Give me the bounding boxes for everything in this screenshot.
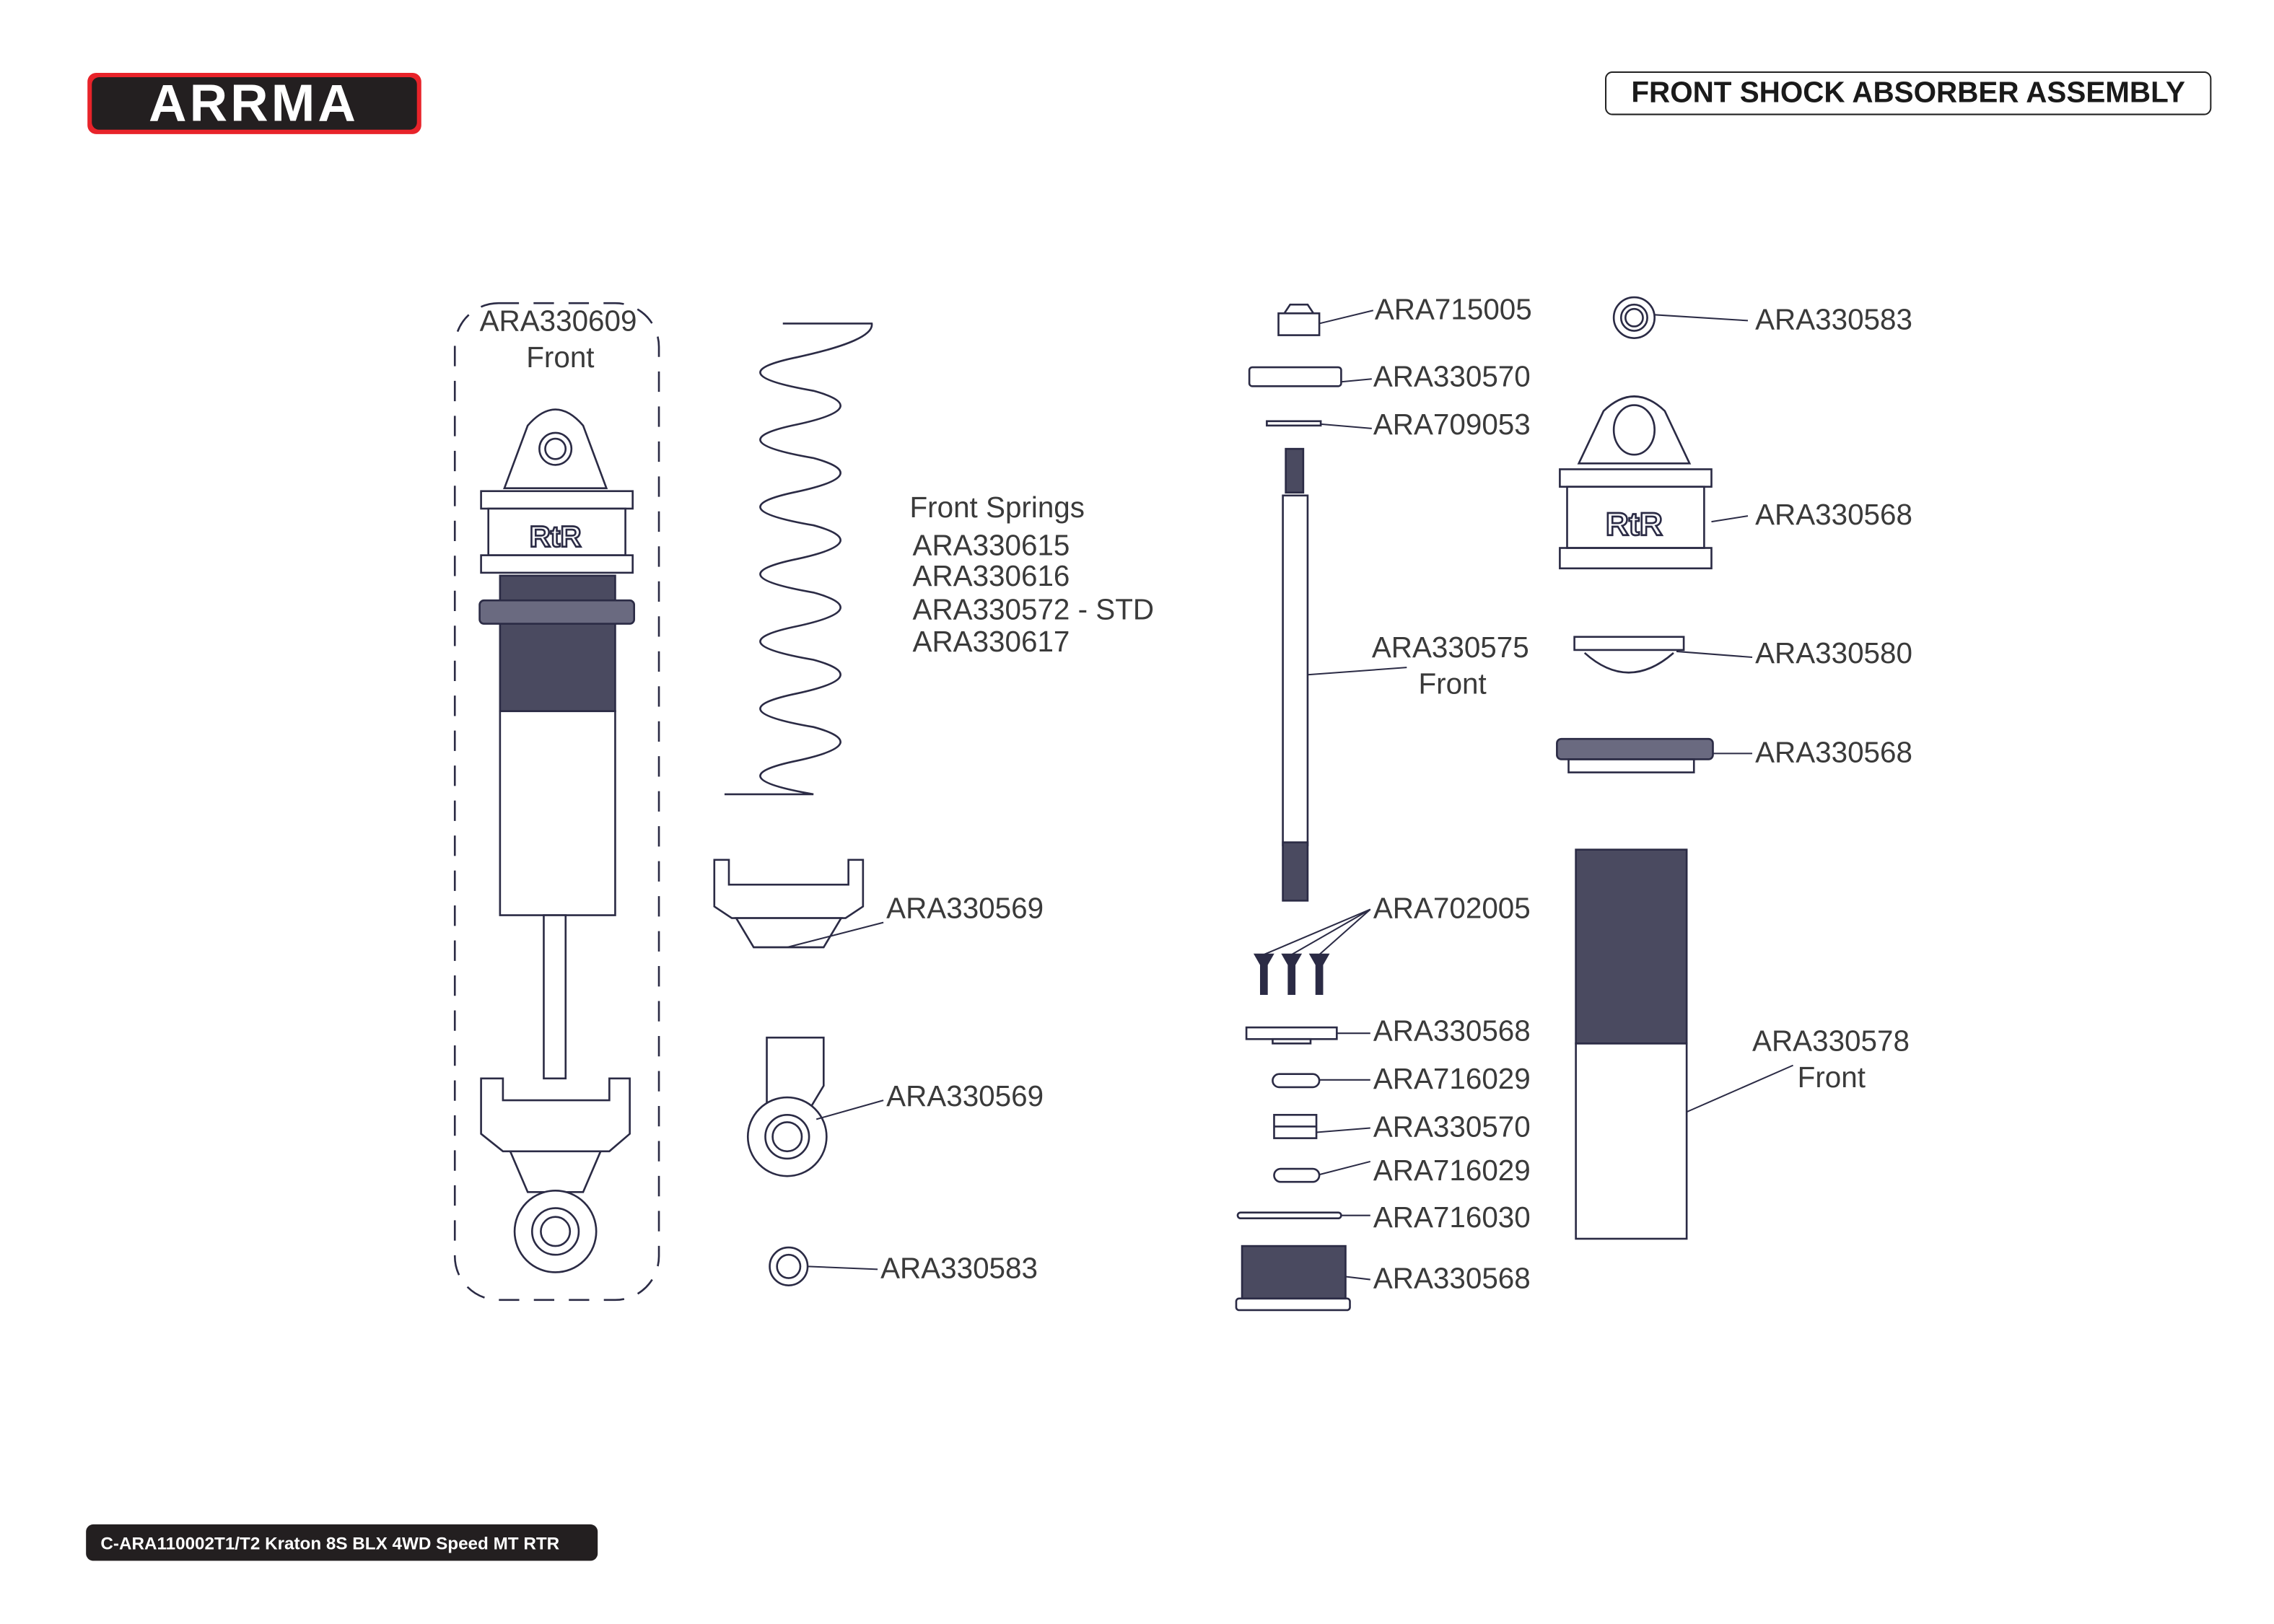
part-label: ARA709053 [1373, 409, 1531, 442]
part-label: ARA330570 [1373, 361, 1531, 394]
spring-cup [713, 859, 865, 949]
oring [1272, 1073, 1321, 1089]
part-label: ARA716029 [1373, 1063, 1531, 1097]
rod-end-bushing [769, 1246, 809, 1286]
oring [1273, 1167, 1321, 1183]
screws [1253, 953, 1330, 995]
part-note: Front [1418, 669, 1487, 701]
part-label: ARA330572 - STD [912, 594, 1155, 627]
shaft [1282, 447, 1309, 902]
part-label: ARA330616 [912, 561, 1070, 594]
arrma-logo: ARRMA [87, 73, 421, 134]
washer [1266, 420, 1322, 427]
bladder [1573, 636, 1685, 674]
part-label: ARA715005 [1374, 294, 1532, 327]
part-label: ARA330580 [1755, 638, 1912, 671]
bushing-top [1248, 366, 1342, 387]
part-label: ARA702005 [1373, 893, 1531, 926]
part-note: Front [1797, 1062, 1866, 1095]
part-label: ARA330617 [912, 626, 1070, 659]
part-label: ARA330583 [880, 1253, 1038, 1286]
rod-end [746, 1036, 828, 1177]
part-label: ARA330568 [1755, 737, 1912, 770]
leader-lines [787, 310, 1794, 1281]
model-footer: C-ARA110002T1/T2 Kraton 8S BLX 4WD Speed… [86, 1524, 598, 1561]
part-label: ARA330570 [1373, 1112, 1531, 1144]
part-label: ARA330568 [1373, 1015, 1531, 1048]
svg-text:ARRMA: ARRMA [149, 74, 359, 133]
part-note: Front [526, 342, 595, 375]
top-cap: RtR [1559, 395, 1713, 570]
collar [1556, 737, 1714, 773]
cap-bushing [1612, 296, 1656, 339]
part-label: ARA330609 [479, 306, 637, 338]
piston [1245, 1026, 1338, 1045]
svg-text:RtR: RtR [1606, 506, 1663, 542]
svg-text:RtR: RtR [530, 520, 582, 553]
part-label: ARA330568 [1755, 499, 1912, 532]
nut [1277, 303, 1321, 336]
oring-thin [1236, 1211, 1342, 1220]
part-label: ARA330583 [1755, 304, 1912, 337]
assembled-shock: RtR [453, 302, 660, 1302]
spring [724, 322, 873, 796]
part-label: ARA716030 [1373, 1202, 1531, 1234]
bottom-cap [1235, 1245, 1351, 1312]
part-label: ARA330568 [1373, 1263, 1531, 1296]
part-label: ARA330578 [1752, 1026, 1910, 1058]
part-label: ARA330575 [1371, 632, 1529, 665]
page-title: FRONT SHOCK ABSORBER ASSEMBLY [1605, 71, 2212, 115]
part-label: ARA330569 [886, 893, 1044, 926]
part-label: ARA330615 [912, 530, 1070, 563]
springs-heading: Front Springs [909, 492, 1085, 525]
part-label: ARA330569 [886, 1081, 1044, 1114]
shock-body [1575, 848, 1688, 1240]
part-label: ARA716029 [1373, 1155, 1531, 1188]
spacer [1273, 1113, 1318, 1139]
